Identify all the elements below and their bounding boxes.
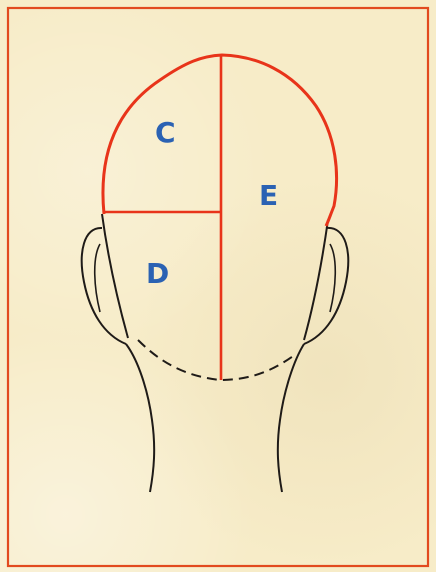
region-label-e: E [259, 179, 278, 212]
region-label-c: C [155, 116, 176, 149]
neck-right [278, 344, 304, 492]
right-ear-inner [330, 244, 335, 312]
left-ear [82, 228, 126, 344]
head-left-side [102, 214, 128, 338]
neck-left [126, 344, 154, 492]
right-ear [304, 228, 348, 344]
nape-hairline-dashed [138, 340, 296, 380]
region-label-d: D [146, 257, 169, 290]
left-ear-inner [95, 244, 100, 312]
frame-border [8, 8, 428, 566]
head-right-side [304, 220, 328, 340]
